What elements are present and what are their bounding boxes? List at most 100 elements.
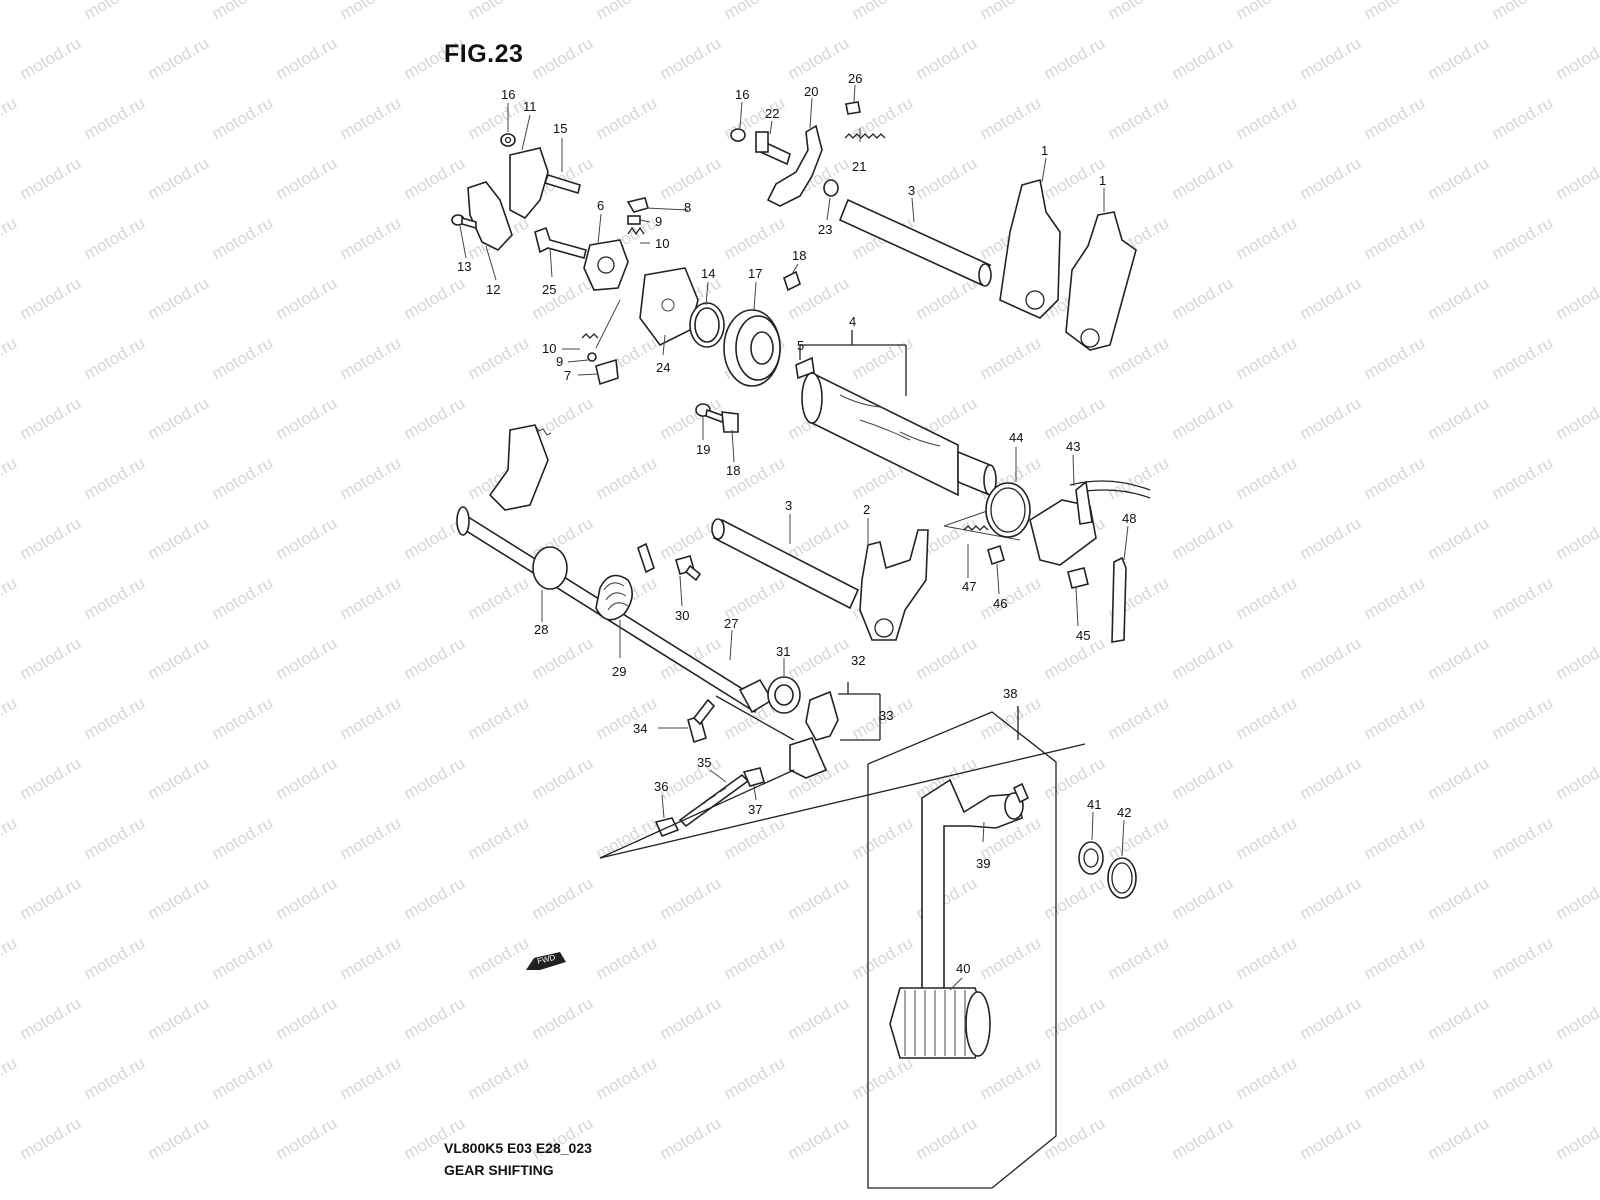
watermark-text: motod.ru: [593, 933, 661, 983]
watermark-text: motod.ru: [1297, 273, 1365, 323]
watermark-text: motod.ru: [1041, 753, 1109, 803]
watermark-text: motod.ru: [0, 573, 20, 623]
watermark-text: motod.ru: [1041, 633, 1109, 683]
watermark-text: motod.ru: [913, 633, 981, 683]
callout-28: 28: [534, 622, 548, 637]
watermark-text: motod.ru: [1041, 1113, 1109, 1163]
watermark-text: motod.ru: [721, 1053, 789, 1103]
watermark-text: motod.ru: [529, 753, 597, 803]
watermark-text: motod.ru: [1361, 213, 1429, 263]
callout-3-upper: 3: [908, 183, 915, 198]
watermark-text: motod.ru: [337, 93, 405, 143]
watermark-text: motod.ru: [1553, 393, 1600, 443]
callout-32: 32: [851, 653, 865, 668]
watermark-text: motod.ru: [1169, 753, 1237, 803]
gearshift-shaft: [456, 424, 774, 714]
watermark-text: motod.ru: [209, 93, 277, 143]
callout-29: 29: [612, 664, 626, 679]
watermark-text: motod.ru: [1041, 873, 1109, 923]
watermark-text: motod.ru: [1425, 33, 1493, 83]
watermark-text: motod.ru: [17, 753, 85, 803]
watermark-text: motod.ru: [1297, 153, 1365, 203]
watermark-text: motod.ru: [1489, 333, 1557, 383]
callout-3-lower: 3: [785, 498, 792, 513]
watermark-text: motod.ru: [721, 813, 789, 863]
watermark-text: motod.ru: [209, 453, 277, 503]
watermark-text: motod.ru: [209, 333, 277, 383]
watermark-text: motod.ru: [1489, 453, 1557, 503]
callout-14: 14: [701, 266, 715, 281]
watermark-text: motod.ru: [1169, 273, 1237, 323]
watermark-text: motod.ru: [1233, 333, 1301, 383]
watermark-text: motod.ru: [17, 33, 85, 83]
watermark-text: motod.ru: [1553, 33, 1600, 83]
watermark-text: motod.ru: [1169, 873, 1237, 923]
watermark-text: motod.ru: [17, 993, 85, 1043]
callout-labels: 1 1 2 3 3 4 5 6 7 8 9 9 10 10 11 12 13 1…: [457, 71, 1136, 976]
watermark-text: motod.ru: [721, 0, 789, 23]
watermark-text: motod.ru: [529, 993, 597, 1043]
watermark-text: motod.ru: [529, 873, 597, 923]
callout-10-upper: 10: [655, 236, 669, 251]
watermark-text: motod.ru: [1041, 153, 1109, 203]
callout-5: 5: [797, 338, 804, 353]
callout-27: 27: [724, 616, 738, 631]
watermark-text: motod.ru: [0, 813, 20, 863]
watermark-text: motod.ru: [145, 993, 213, 1043]
callout-16a: 16: [501, 87, 515, 102]
callout-44: 44: [1009, 430, 1023, 445]
watermark-text: motod.ru: [1169, 393, 1237, 443]
watermark-text: motod.ru: [273, 33, 341, 83]
watermark-text: motod.ru: [209, 0, 277, 23]
gearshift-lever-box: [867, 706, 1057, 1189]
watermark-text: motod.ru: [145, 273, 213, 323]
watermark-text: motod.ru: [401, 393, 469, 443]
callout-25: 25: [542, 282, 556, 297]
watermark-text: motod.ru: [657, 873, 725, 923]
watermark-text: motod.ru: [849, 933, 917, 983]
watermark-text: motod.ru: [1489, 933, 1557, 983]
watermark-text: motod.ru: [1041, 393, 1109, 443]
watermark-text: motod.ru: [1361, 93, 1429, 143]
watermark-text: motod.ru: [1105, 933, 1173, 983]
watermark-text: motod.ru: [337, 213, 405, 263]
watermark-text: motod.ru: [1489, 213, 1557, 263]
watermark-text: motod.ru: [0, 453, 20, 503]
watermark-text: motod.ru: [273, 873, 341, 923]
watermark-text: motod.ru: [465, 693, 533, 743]
watermark-text: motod.ru: [1489, 813, 1557, 863]
callout-35: 35: [697, 755, 711, 770]
watermark-text: motod.ru: [1361, 333, 1429, 383]
watermark-text: motod.ru: [145, 873, 213, 923]
callout-43: 43: [1066, 439, 1080, 454]
callout-18-upper: 18: [792, 248, 806, 263]
watermark-text: motod.ru: [337, 0, 405, 23]
watermark-text: motod.ru: [1105, 333, 1173, 383]
watermark-text: motod.ru: [1169, 513, 1237, 563]
watermark-text: motod.ru: [1361, 933, 1429, 983]
watermark-text: motod.ru: [337, 933, 405, 983]
gear-position-switch: [963, 480, 1151, 643]
watermark-text: motod.ru: [593, 813, 661, 863]
watermark-text: motod.ru: [1169, 153, 1237, 203]
callout-19: 19: [696, 442, 710, 457]
watermark-text: motod.ru: [1425, 1113, 1493, 1163]
callout-26: 26: [848, 71, 862, 86]
watermark-text: motod.ru: [849, 813, 917, 863]
watermark-text: motod.ru: [1425, 633, 1493, 683]
watermark-text: motod.ru: [1553, 633, 1600, 683]
watermark-text: motod.ru: [17, 273, 85, 323]
watermark-text: motod.ru: [913, 273, 981, 323]
watermark-text: motod.ru: [1425, 393, 1493, 443]
watermark-text: motod.ru: [1233, 693, 1301, 743]
watermark-text: motod.ru: [657, 153, 725, 203]
callout-47: 47: [962, 579, 976, 594]
watermark-text: motod.ru: [1105, 0, 1173, 23]
watermark-text: motod.ru: [401, 633, 469, 683]
watermark-text: motod.ru: [785, 993, 853, 1043]
watermark-text: motod.ru: [1553, 1113, 1600, 1163]
callout-42: 42: [1117, 805, 1131, 820]
callout-46: 46: [993, 596, 1007, 611]
callout-4: 4: [849, 314, 856, 329]
callout-37: 37: [748, 802, 762, 817]
